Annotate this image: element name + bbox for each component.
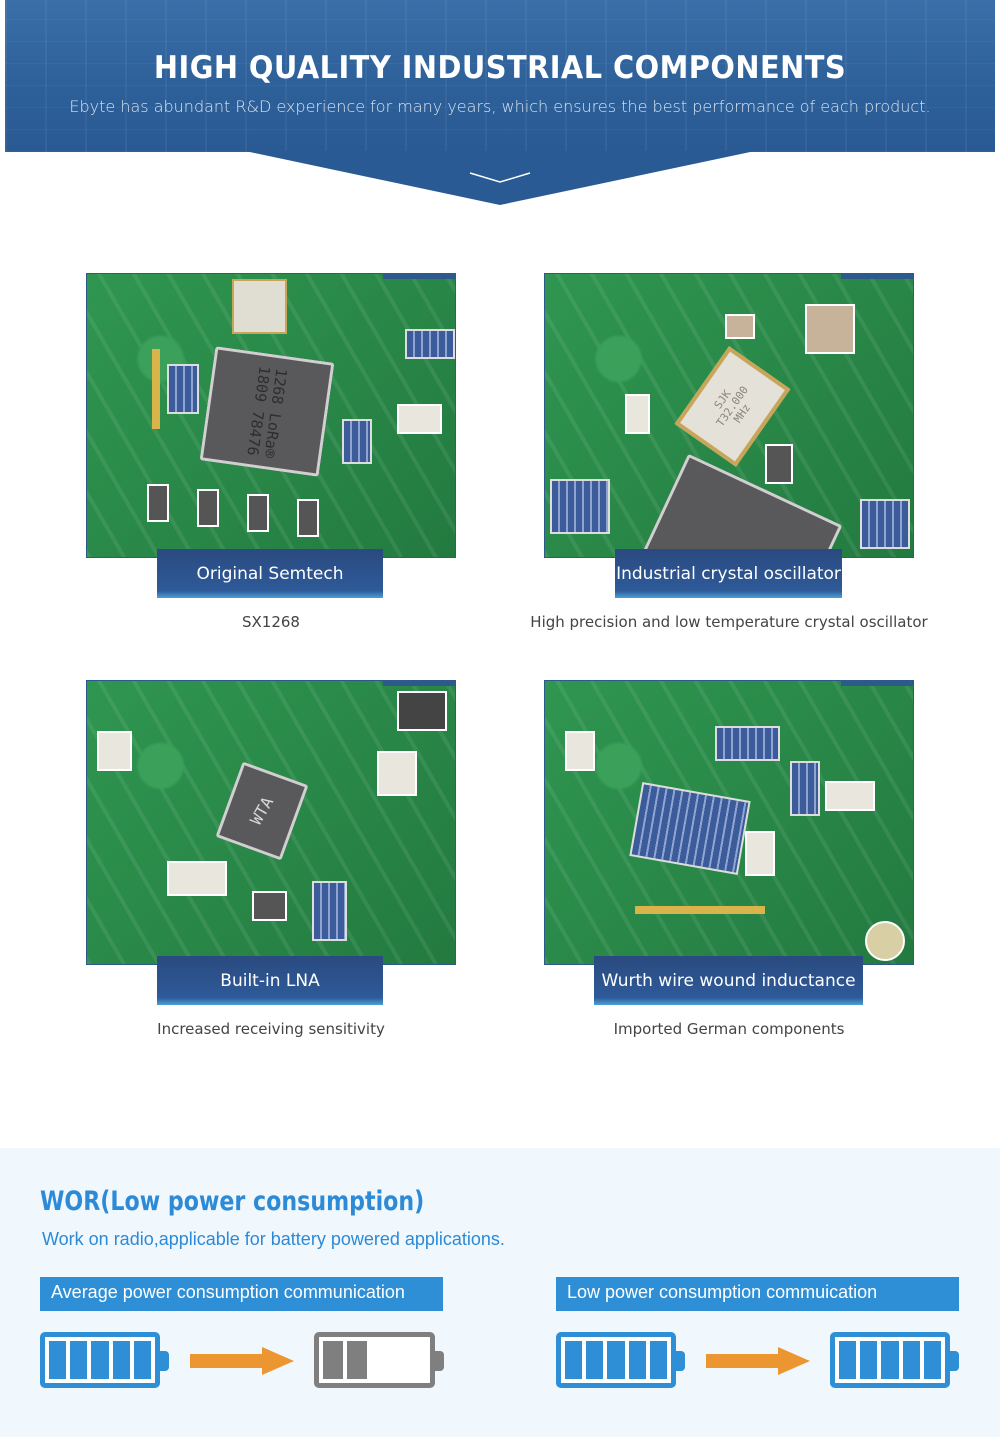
component-description: High precision and low temperature cryst… — [530, 613, 928, 631]
chip-marking: 1268 LoRa® 1809 78476 — [243, 364, 291, 459]
low-power-label: Low power consumption commuication — [556, 1277, 959, 1311]
arrow-right-icon — [190, 1347, 294, 1375]
battery-cell — [133, 1341, 152, 1379]
page-title: HIGH QUALITY INDUSTRIAL COMPONENTS — [153, 50, 847, 86]
sx1268-chip: 1268 LoRa® 1809 78476 — [199, 346, 335, 477]
battery-cell — [586, 1341, 604, 1379]
battery-cell — [839, 1341, 857, 1379]
header-banner — [5, 0, 995, 152]
arrow-right-icon — [706, 1347, 810, 1375]
wor-title: WOR(Low power consumption) — [40, 1186, 425, 1217]
component-image-lna: WTA — [86, 680, 456, 965]
battery-cell — [70, 1341, 88, 1379]
component-image-semtech: 1268 LoRa® 1809 78476 — [86, 273, 456, 558]
battery-cell — [923, 1341, 942, 1379]
component-description: Imported German components — [613, 1020, 845, 1038]
battery-cell — [649, 1341, 668, 1379]
component-label: Built-in LNA — [157, 956, 383, 1005]
battery-cell — [860, 1341, 878, 1379]
battery-full-icon — [40, 1332, 169, 1388]
battery-cell — [565, 1341, 583, 1379]
battery-cell — [628, 1341, 646, 1379]
battery-cell — [112, 1341, 130, 1379]
component-image-inductance — [544, 680, 914, 965]
battery-cell — [49, 1341, 67, 1379]
crystal-marking: SJK T32.000 MHz — [711, 383, 753, 429]
wor-subtitle: Work on radio,applicable for battery pow… — [42, 1229, 505, 1249]
component-label: Industrial crystal oscillator — [615, 549, 842, 598]
battery-full-icon — [830, 1332, 959, 1388]
battery-cell — [607, 1341, 625, 1379]
component-description: Increased receiving sensitivity — [157, 1020, 385, 1038]
battery-cell — [347, 1341, 367, 1379]
lna-marking: WTA — [246, 793, 278, 829]
chevron-down-icon — [469, 172, 531, 183]
battery-low-icon — [314, 1332, 444, 1388]
battery-cell — [323, 1341, 343, 1379]
battery-cell — [91, 1341, 109, 1379]
battery-cell — [902, 1341, 920, 1379]
page-subtitle: Ebyte has abundant R&D experience for ma… — [69, 97, 931, 116]
component-label: Wurth wire wound inductance — [594, 956, 863, 1005]
component-image-crystal: SJK T32.000 MHz — [544, 273, 914, 558]
battery-full-icon — [556, 1332, 685, 1388]
average-power-label: Average power consumption communication — [40, 1277, 443, 1311]
battery-cell — [881, 1341, 899, 1379]
component-label: Original Semtech — [157, 549, 383, 598]
component-description: SX1268 — [242, 613, 300, 631]
